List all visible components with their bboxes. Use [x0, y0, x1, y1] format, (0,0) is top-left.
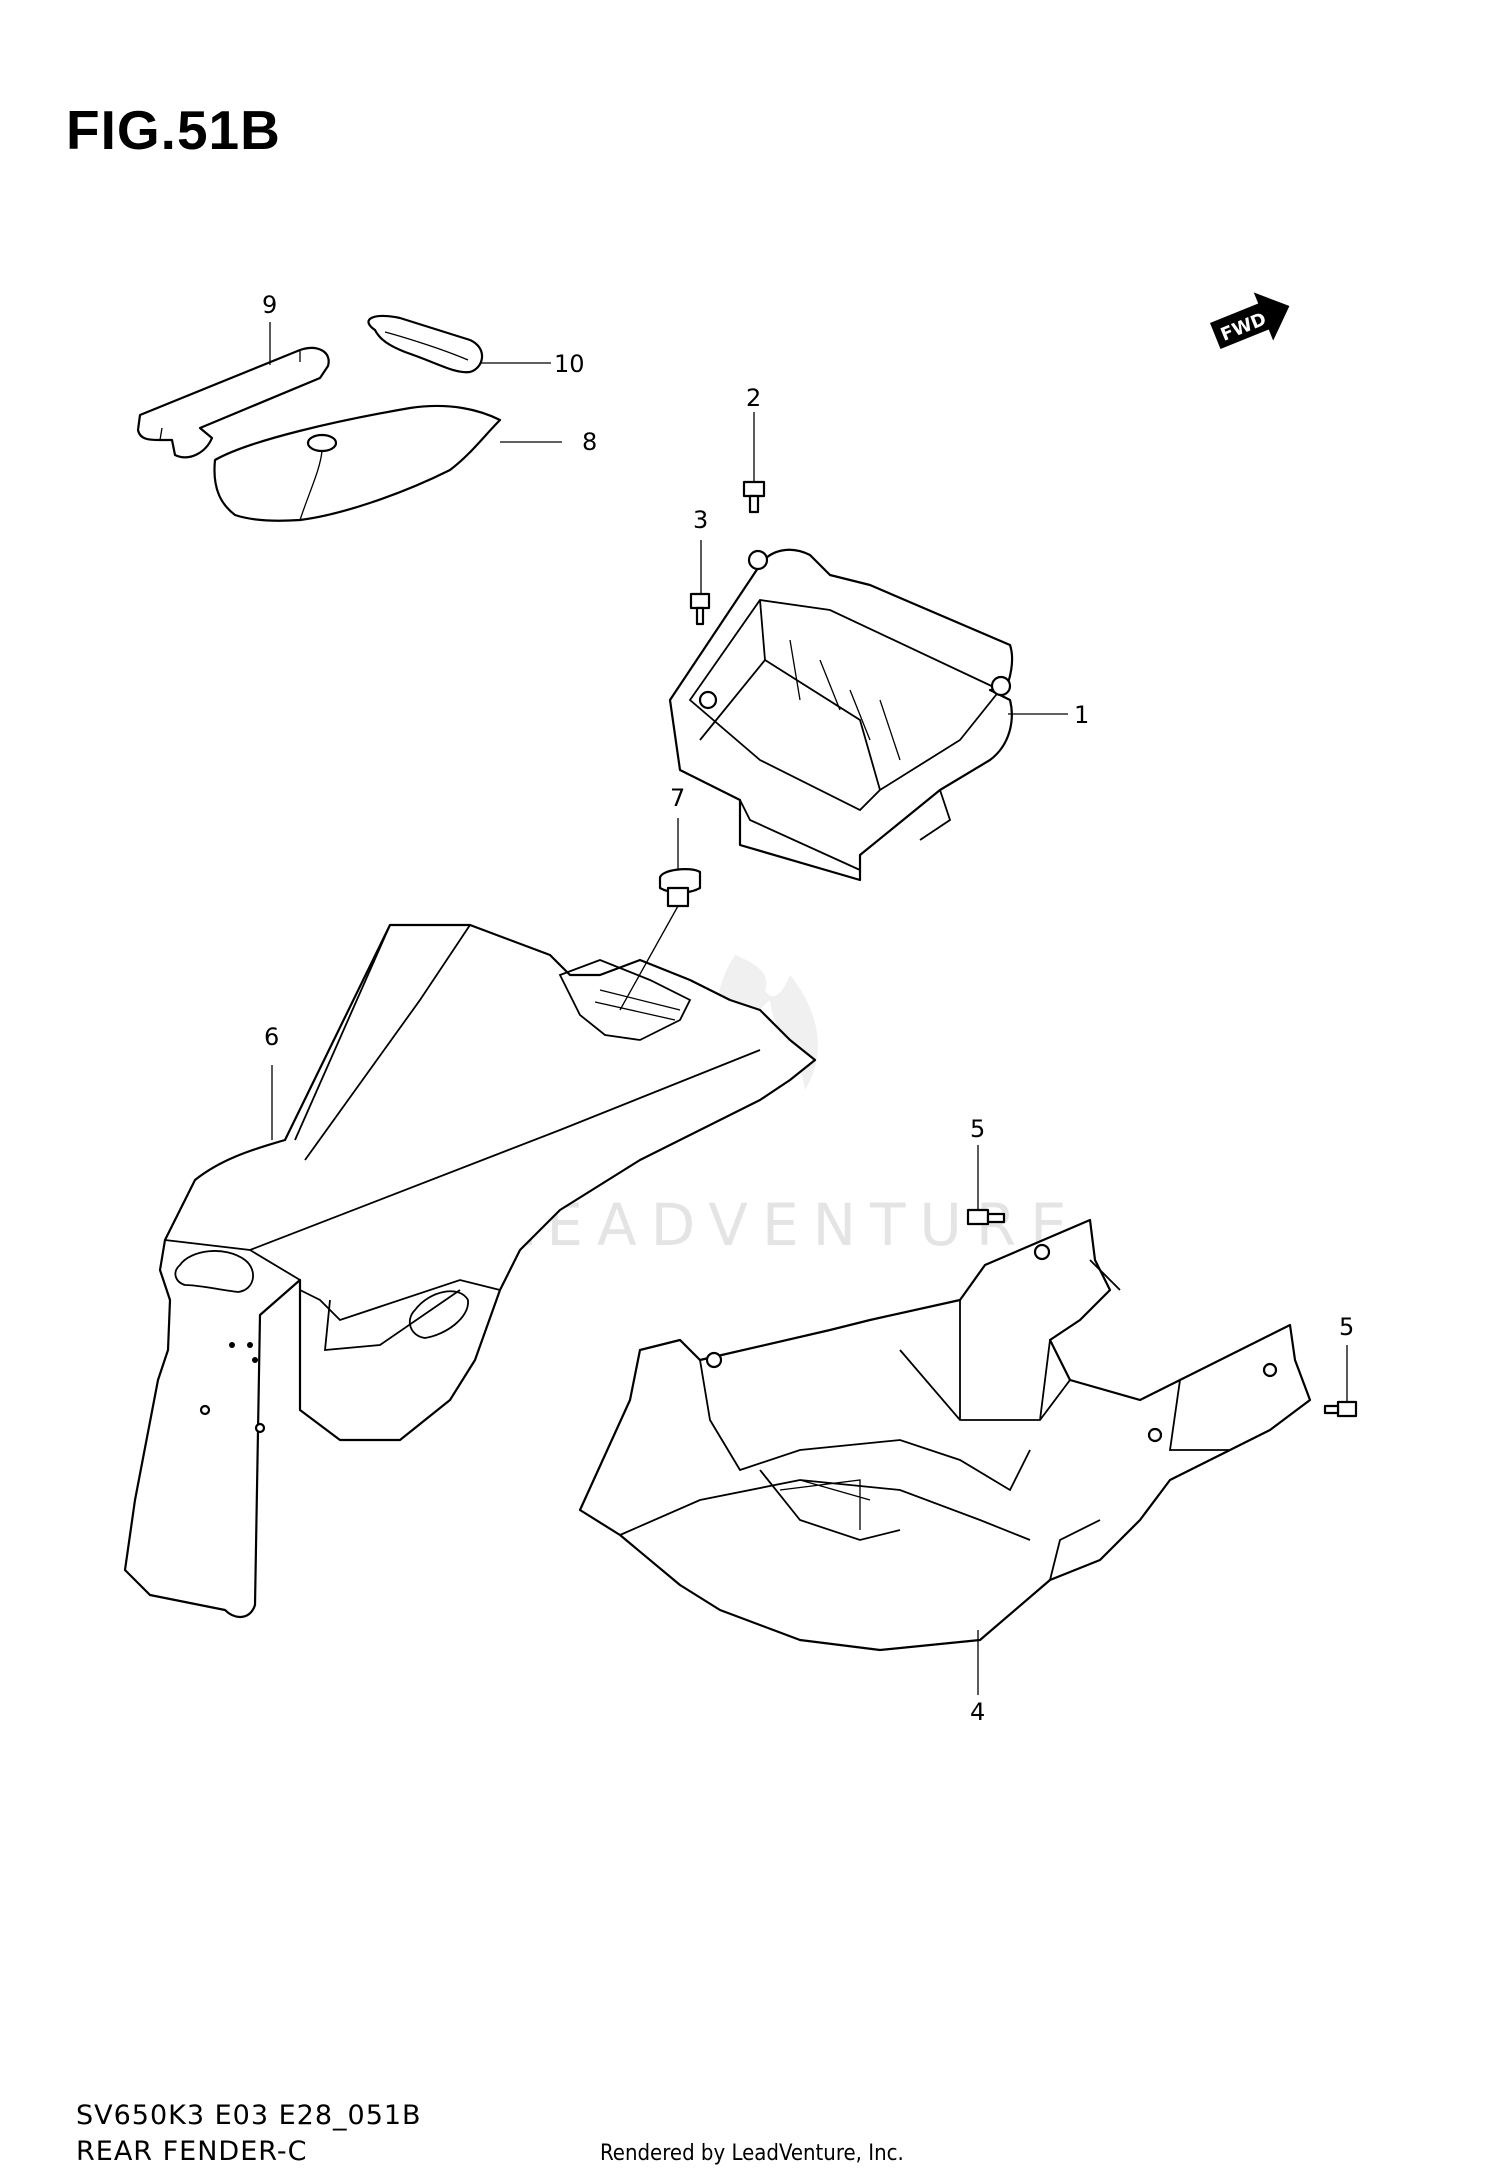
callout-labels: 1 2 3 4 5 5 6 7 8 9 10 [262, 291, 1354, 1726]
part-9-spanner [136, 346, 330, 459]
callout-4: 4 [970, 1698, 985, 1726]
callout-8: 8 [582, 428, 597, 456]
part-1-battery-holder [668, 548, 1014, 882]
figure-title: FIG.51B [66, 99, 281, 161]
figure-code: SV650K3 E03 E28_051B [76, 2100, 422, 2131]
leader-lines [269, 322, 1348, 1695]
callout-5a: 5 [970, 1115, 985, 1143]
callout-2: 2 [746, 384, 761, 412]
rendered-by-credit: Rendered by LeadVenture, Inc. [600, 2141, 904, 2166]
part-4-under-tray [578, 1218, 1312, 1652]
part-3-screw [689, 592, 711, 626]
watermark-text: LEADVENTURE [500, 1191, 1081, 1259]
callout-3: 3 [693, 506, 708, 534]
part-6-rear-fender [123, 923, 817, 1618]
callout-7: 7 [670, 784, 685, 812]
figure-name: REAR FENDER-C [76, 2136, 308, 2167]
part-10-band [367, 314, 484, 374]
callout-10: 10 [554, 350, 585, 378]
part-2-bolt [742, 480, 766, 514]
part-7-clip [658, 868, 702, 908]
fwd-arrow-icon: FWD [1210, 292, 1290, 349]
callout-9: 9 [262, 291, 277, 319]
part-8-tool-bag [213, 404, 502, 522]
callout-5b: 5 [1339, 1313, 1354, 1341]
part-5-bolt-b [1323, 1400, 1358, 1418]
callout-6: 6 [264, 1023, 279, 1051]
callout-1: 1 [1074, 701, 1089, 729]
